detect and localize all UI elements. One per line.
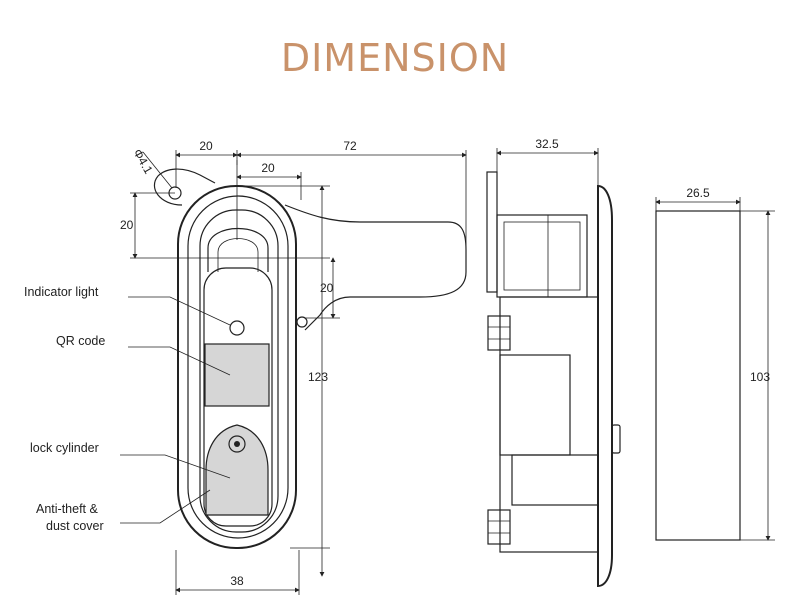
side-nut-top [487, 315, 511, 351]
top-slot [207, 228, 269, 272]
side-nut-bottom [487, 509, 511, 545]
dim-back-height: 103 [750, 370, 770, 384]
handle-plate [203, 267, 273, 527]
side-upper-block [496, 214, 588, 298]
inner-body [187, 195, 289, 539]
top-slot-inner [217, 238, 259, 272]
dim-side-depth: 32.5 [535, 137, 559, 151]
side-button [611, 424, 621, 454]
side-lower-block [511, 454, 599, 506]
leader-indicator [128, 296, 231, 326]
dim-back-width: 26.5 [686, 186, 710, 200]
back-view: 26.5 103 [655, 186, 775, 541]
side-upper-inner [503, 221, 581, 291]
face-plate [199, 209, 279, 533]
leader-cylinder [120, 454, 231, 479]
label-anti-theft-2: dust cover [46, 519, 104, 533]
label-qr-code: QR code [56, 334, 105, 348]
indicator-light [229, 320, 245, 336]
handle-arm [284, 204, 467, 331]
dim-hole-dia: Φ4.1 [130, 147, 155, 177]
qr-code [204, 343, 270, 407]
dim-left-vertical: 20 [120, 218, 134, 232]
anti-theft-dust-cover [205, 424, 269, 516]
lock-cylinder [228, 435, 246, 453]
label-lock-cylinder: lock cylinder [30, 441, 99, 455]
side-left-plate [486, 171, 498, 293]
page-title: DIMENSION [280, 36, 510, 80]
leader-hole [142, 151, 173, 189]
dim-width: 38 [230, 574, 244, 588]
dim-top-offset: 20 [199, 139, 213, 153]
dim-top-total: 72 [343, 139, 357, 153]
label-anti-theft-1: Anti-theft & [36, 502, 98, 516]
handle-pin [296, 316, 308, 328]
leader-qr [128, 346, 231, 376]
side-view: 32.5 [486, 137, 621, 588]
side-body [499, 296, 599, 553]
dim-inner-top: 20 [261, 161, 275, 175]
side-middle-block [499, 354, 571, 456]
back-box [655, 210, 741, 541]
lock-cylinder-core [234, 441, 240, 447]
leader-cover [120, 489, 211, 524]
front-view: 20 72 20 Φ4.1 20 20 123 38 In [24, 139, 467, 595]
dim-height: 123 [308, 370, 328, 384]
mounting-ear [153, 168, 216, 206]
side-front-plate [597, 184, 613, 588]
label-indicator-light: Indicator light [24, 285, 99, 299]
